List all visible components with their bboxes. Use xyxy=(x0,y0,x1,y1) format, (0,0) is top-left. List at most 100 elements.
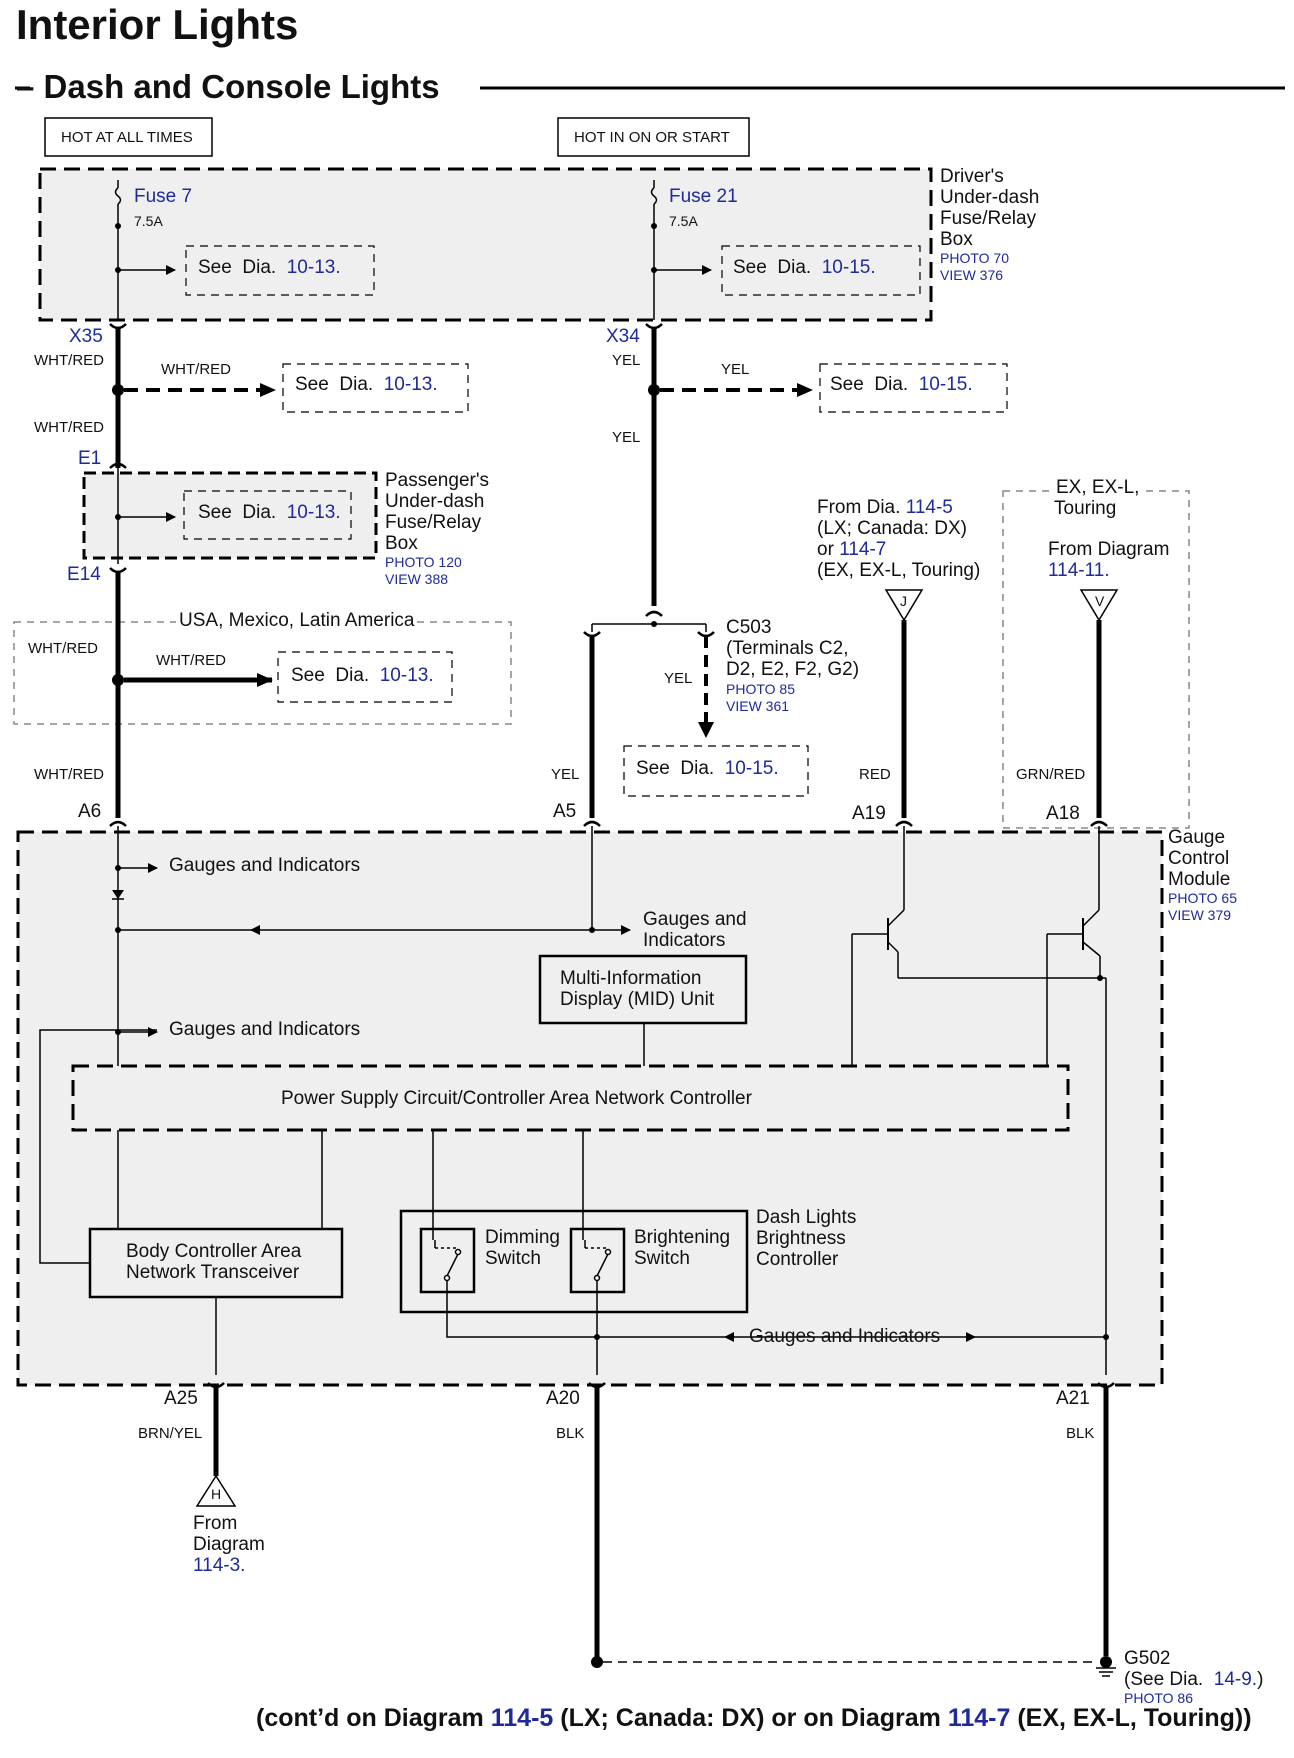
see-dia-1015-c: See Dia. 10-15. xyxy=(636,758,779,779)
wire-brn-yel: BRN/YEL xyxy=(138,1425,203,1442)
driver-box-view: VIEW 376 xyxy=(940,267,1004,283)
conn-x34: X34 xyxy=(606,326,640,347)
connector-h-letter: H xyxy=(211,1486,222,1502)
pass-box-l1: Passenger's xyxy=(385,470,489,491)
gcm-l3: Module xyxy=(1168,869,1231,890)
see-dia-1015-a: See Dia. 10-15. xyxy=(733,257,876,278)
conn-a18: A18 xyxy=(1046,803,1080,824)
driver-box-l2: Under-dash xyxy=(940,187,1040,208)
wire-wht-red-3: WHT/RED xyxy=(34,419,104,436)
usa-region-label: USA, Mexico, Latin America xyxy=(176,611,418,630)
bri-l2: Switch xyxy=(634,1248,690,1269)
conn-a5: A5 xyxy=(553,801,577,822)
hot-all-times-box xyxy=(44,117,213,157)
subtitle-text: Dash and Console Lights xyxy=(43,68,440,105)
conn-a6: A6 xyxy=(78,801,102,822)
dim-l1: Dimming xyxy=(485,1227,560,1248)
wire-wht-red-6: WHT/RED xyxy=(34,766,104,783)
mid-unit-box xyxy=(538,954,748,1025)
connector-v-triangle xyxy=(1079,589,1119,622)
hot-in-on-label: HOT IN ON OR START xyxy=(574,129,730,146)
power-supply-box xyxy=(71,1064,1070,1132)
g502-l2: (See Dia. 14-9.) xyxy=(1124,1669,1264,1690)
wire-yel-4: YEL xyxy=(664,670,693,687)
ex-box-ref: 114-11. xyxy=(1048,560,1110,581)
from-j-l1: From Dia. 114-5 xyxy=(817,497,953,518)
fuse21-rating: 7.5A xyxy=(669,213,698,229)
from-j-l3: or 114-7 xyxy=(817,539,887,560)
pass-box-l2: Under-dash xyxy=(385,491,485,512)
gcm-photo: PHOTO 65 xyxy=(1168,890,1237,906)
wire-yel-3: YEL xyxy=(612,429,641,446)
gcm-l1: Gauge xyxy=(1168,827,1226,848)
dim-l2: Switch xyxy=(485,1248,541,1269)
c503-photo: PHOTO 85 xyxy=(726,681,795,697)
see-dia-1015-b: See Dia. 10-15. xyxy=(830,374,973,395)
from-j-l4: (EX, EX-L, Touring) xyxy=(817,560,981,581)
g502-l1: G502 xyxy=(1124,1648,1171,1669)
dash-ctrl-l3: Controller xyxy=(756,1249,839,1270)
bri-l1: Brightening xyxy=(634,1227,731,1248)
fuse21-name: Fuse 21 xyxy=(669,186,738,207)
wire-wht-red-5: WHT/RED xyxy=(156,652,226,669)
c503-l3: D2, E2, F2, G2) xyxy=(726,659,860,680)
wire-blk-1: BLK xyxy=(556,1425,585,1442)
mid-l1: Multi-Information xyxy=(560,968,702,989)
conn-a19: A19 xyxy=(852,803,886,824)
c503-l1: C503 xyxy=(726,617,772,638)
gauges-label-2b: Indicators xyxy=(643,930,726,951)
conn-a25: A25 xyxy=(164,1388,198,1409)
wire-wht-red-2: WHT/RED xyxy=(161,361,231,378)
dash-lights-controller-box xyxy=(399,1209,749,1314)
body-ctrl-l2: Network Transceiver xyxy=(126,1262,300,1283)
from-h-ref: 114-3. xyxy=(193,1555,246,1576)
connector-h-triangle xyxy=(195,1474,237,1507)
driver-box-l1: Driver's xyxy=(940,166,1004,187)
pass-box-l3: Fuse/Relay xyxy=(385,512,482,533)
conn-a21: A21 xyxy=(1056,1388,1090,1409)
passenger-fuse-box xyxy=(82,471,378,560)
mid-l2: Display (MID) Unit xyxy=(560,989,715,1010)
ex-box-l2: Touring xyxy=(1054,498,1117,519)
wire-yel-2: YEL xyxy=(721,361,750,378)
pass-box-photo: PHOTO 120 xyxy=(385,554,462,570)
connector-j-letter: J xyxy=(900,593,907,609)
dash-ctrl-l1: Dash Lights xyxy=(756,1207,857,1228)
from-h-l2: Diagram xyxy=(193,1534,265,1555)
see-dia-1013-b: See Dia. 10-13. xyxy=(295,374,438,395)
wire-blk-2: BLK xyxy=(1066,1425,1095,1442)
page-title: Interior Lights xyxy=(16,1,299,48)
gauges-label-1: Gauges and Indicators xyxy=(169,855,361,876)
power-supply-label: Power Supply Circuit/Controller Area Net… xyxy=(281,1088,752,1109)
see-dia-1013-d: See Dia. 10-13. xyxy=(291,665,434,686)
hot-in-on-box xyxy=(557,117,750,157)
see-dia-1013-c: See Dia. 10-13. xyxy=(198,502,341,523)
dash-ctrl-l2: Brightness xyxy=(756,1228,846,1249)
c503-view: VIEW 361 xyxy=(726,698,790,714)
conn-x35: X35 xyxy=(69,326,103,347)
wire-red: RED xyxy=(859,766,891,783)
connector-v-letter: V xyxy=(1095,593,1105,609)
wire-wht-red-1: WHT/RED xyxy=(34,352,104,369)
from-j-l2: (LX; Canada: DX) xyxy=(817,518,967,539)
connector-j-triangle xyxy=(884,589,924,622)
wire-yel-5: YEL xyxy=(551,766,580,783)
wire-wht-red-4: WHT/RED xyxy=(28,640,98,657)
gcm-l2: Control xyxy=(1168,848,1230,869)
driver-box-photo: PHOTO 70 xyxy=(940,250,1009,266)
gcm-view: VIEW 379 xyxy=(1168,907,1232,923)
ex-box-l1: EX, EX-L, xyxy=(1054,477,1142,498)
g502-photo: PHOTO 86 xyxy=(1124,1690,1193,1706)
see-dia-1013-a: See Dia. 10-13. xyxy=(198,257,341,278)
gauges-label-4: Gauges and Indicators xyxy=(749,1326,941,1347)
driver-box-l4: Box xyxy=(940,229,973,250)
hot-all-times-label: HOT AT ALL TIMES xyxy=(61,129,193,146)
fuse7-name: Fuse 7 xyxy=(134,186,193,207)
pass-box-l4: Box xyxy=(385,533,418,554)
footer-continuation: (cont’d on Diagram 114-5 (LX; Canada: DX… xyxy=(256,1704,1252,1732)
page-subtitle: – Dash and Console Lights xyxy=(16,68,440,105)
body-ctrl-l1: Body Controller Area xyxy=(126,1241,302,1262)
gauges-label-3: Gauges and Indicators xyxy=(169,1019,361,1040)
conn-e1: E1 xyxy=(78,448,102,469)
